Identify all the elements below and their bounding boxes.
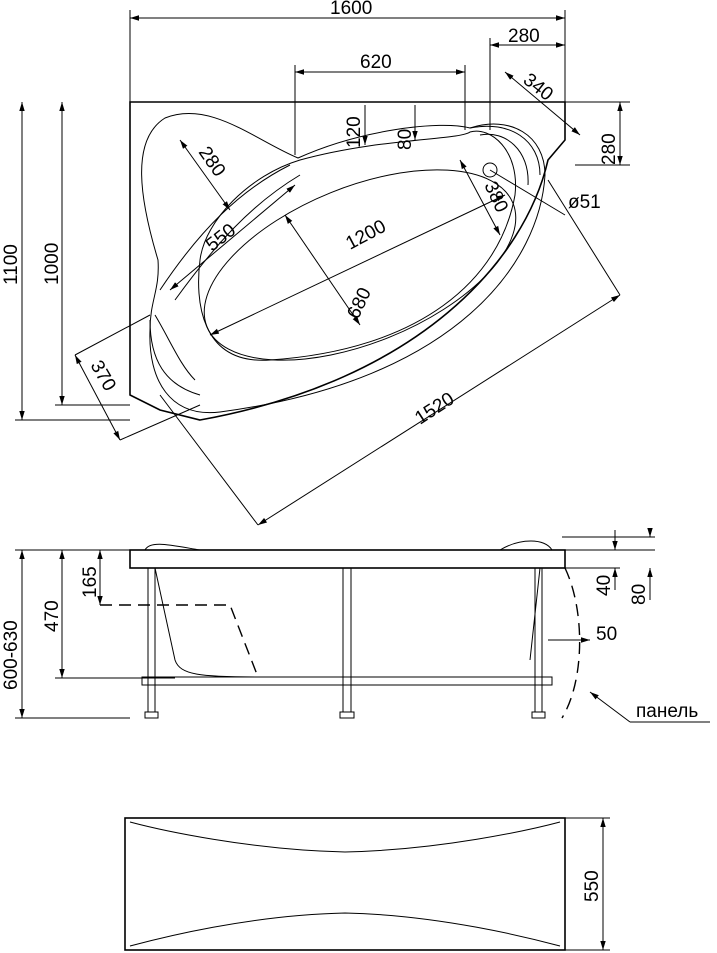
dim-basin-depth: 470 (42, 600, 63, 632)
dim-rim-height: 80 (629, 584, 650, 605)
dim-rim-depth-a: 120 (344, 116, 365, 148)
foot-right (531, 711, 546, 719)
dim-panel-height: 550 (582, 870, 603, 902)
dim-rim-depth-b: 80 (395, 129, 416, 150)
panel-curve-bottom (129, 912, 561, 947)
seat-bottom (149, 314, 201, 396)
panel-outline (124, 817, 566, 951)
basin-side (154, 567, 541, 678)
side-view: 600-630 470 165 40 80 50 панель (1, 528, 710, 723)
dim-drain-diameter: ø51 (568, 192, 601, 213)
foot-left (144, 711, 159, 719)
frame-bar (141, 676, 553, 686)
front-panel: 550 (124, 817, 610, 951)
dim-total-depth: 1100 (1, 244, 22, 285)
dim-headrest-span: 620 (360, 52, 392, 73)
dim-corner-diag: 340 (519, 69, 557, 105)
frame-legs (147, 568, 543, 712)
dim-diagonal-length: 1520 (411, 389, 458, 430)
headrest-right (469, 125, 541, 186)
basin (203, 169, 517, 361)
dim-total-height: 600-630 (1, 620, 22, 690)
dim-panel-offset: 50 (596, 624, 617, 645)
headrest-left (144, 543, 201, 551)
dim-corner-width: 280 (508, 26, 540, 47)
dim-rim-thickness: 40 (594, 575, 615, 596)
dim-seat-length: 550 (202, 220, 240, 256)
dim-seat-width: 280 (194, 143, 229, 181)
dim-corner-cut: 370 (86, 357, 120, 395)
dim-seat-depth: 165 (80, 566, 101, 598)
dim-total-width: 1600 (330, 0, 372, 19)
top-view: 1600 280 620 340 120 80 280 280 550 1200… (1, 0, 630, 526)
panel-curve (561, 567, 581, 719)
headrest-right (499, 540, 553, 551)
seat-hidden (100, 604, 259, 678)
foot-mid (339, 711, 355, 719)
dim-corner-height: 280 (599, 133, 620, 165)
rim (129, 549, 566, 569)
dim-side-depth: 1000 (42, 243, 63, 285)
dim-basin-width: 680 (343, 285, 375, 323)
panel-label: панель (636, 701, 698, 722)
dim-basin-length: 1200 (342, 216, 389, 254)
dim-drain-offset: 380 (479, 178, 511, 216)
panel-curve-top (129, 821, 561, 853)
